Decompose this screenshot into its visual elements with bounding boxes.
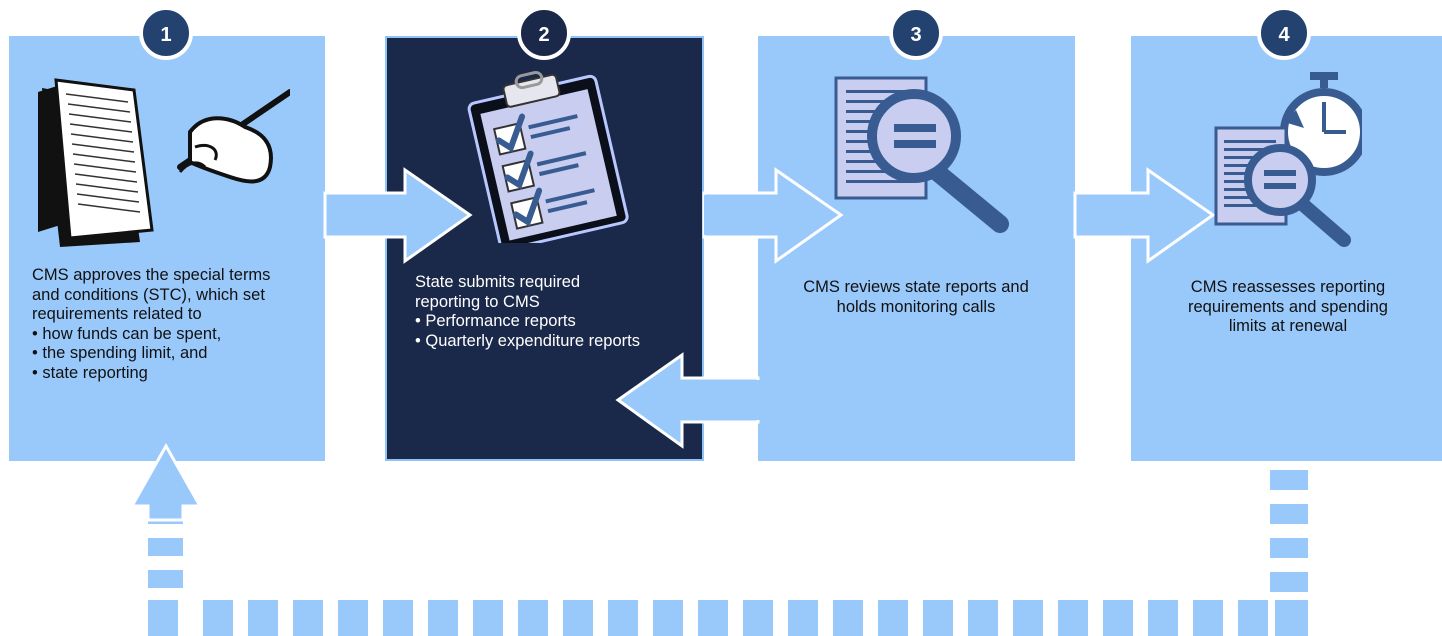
step-3-line: CMS reviews state reports and (803, 278, 1029, 296)
checklist-clipboard-icon (467, 70, 629, 243)
arrow-2-3-fill (704, 195, 764, 235)
arrow-return-to-step1 (129, 442, 203, 522)
step-1-line: requirements related to (32, 305, 202, 323)
step-3-text: CMS reviews state reports and holds moni… (772, 278, 1060, 317)
step-1-line: CMS approves the special terms (32, 266, 271, 284)
badges-layer: 1 2 3 4 (139, 6, 1311, 60)
step-2-bullet: Performance reports (415, 312, 697, 332)
step-1-badge: 1 (139, 6, 193, 60)
arrow-step1-to-step2 (323, 167, 473, 264)
step-2-text: State submits required reporting to CMS … (415, 273, 697, 351)
step-4-text: CMS reassesses reporting requirements an… (1140, 278, 1436, 337)
return-path-dashes (148, 470, 1308, 636)
step-4-line: limits at renewal (1228, 317, 1348, 335)
step-1-line: and conditions (STC), which set (32, 285, 265, 304)
step-2-line: reporting to CMS (415, 292, 540, 311)
step-4-line: requirements and spending (1188, 297, 1388, 316)
step-4-panel (1131, 36, 1442, 461)
step-3-badge: 3 (889, 6, 943, 60)
book-signing-icon (38, 78, 290, 247)
arrow-3-2-fill (700, 380, 760, 420)
step-2-bullet: Quarterly expenditure reports (415, 332, 697, 352)
step-4-badge: 4 (1257, 6, 1311, 60)
step-2-line: State submits required (415, 273, 581, 291)
step-1-bullet: how funds can be spent, (32, 325, 322, 345)
arrow-step3-to-step2 (615, 352, 760, 449)
arrow-step3-to-step4 (1073, 167, 1216, 264)
step-2-bullet-list: Performance reports Quarterly expenditur… (415, 312, 697, 351)
step-4-number: 4 (1278, 24, 1290, 46)
step-2-number: 2 (538, 24, 549, 46)
step-1-bullet-list: how funds can be spent, the spending lim… (32, 325, 322, 384)
step-1-bullet: state reporting (32, 364, 322, 384)
step-3-line: holds monitoring calls (836, 297, 996, 316)
stopwatch-document-icon (1214, 72, 1362, 247)
step-4-line: CMS reassesses reporting (1190, 278, 1386, 296)
step-1-text: CMS approves the special terms and condi… (32, 266, 322, 383)
step-2-badge: 2 (517, 6, 571, 60)
arrow-step2-to-step3 (702, 167, 844, 264)
document-magnifier-icon (834, 76, 1009, 233)
step-1-number: 1 (160, 24, 171, 46)
step-3-number: 3 (910, 24, 921, 46)
step-1-bullet: the spending limit, and (32, 344, 322, 364)
